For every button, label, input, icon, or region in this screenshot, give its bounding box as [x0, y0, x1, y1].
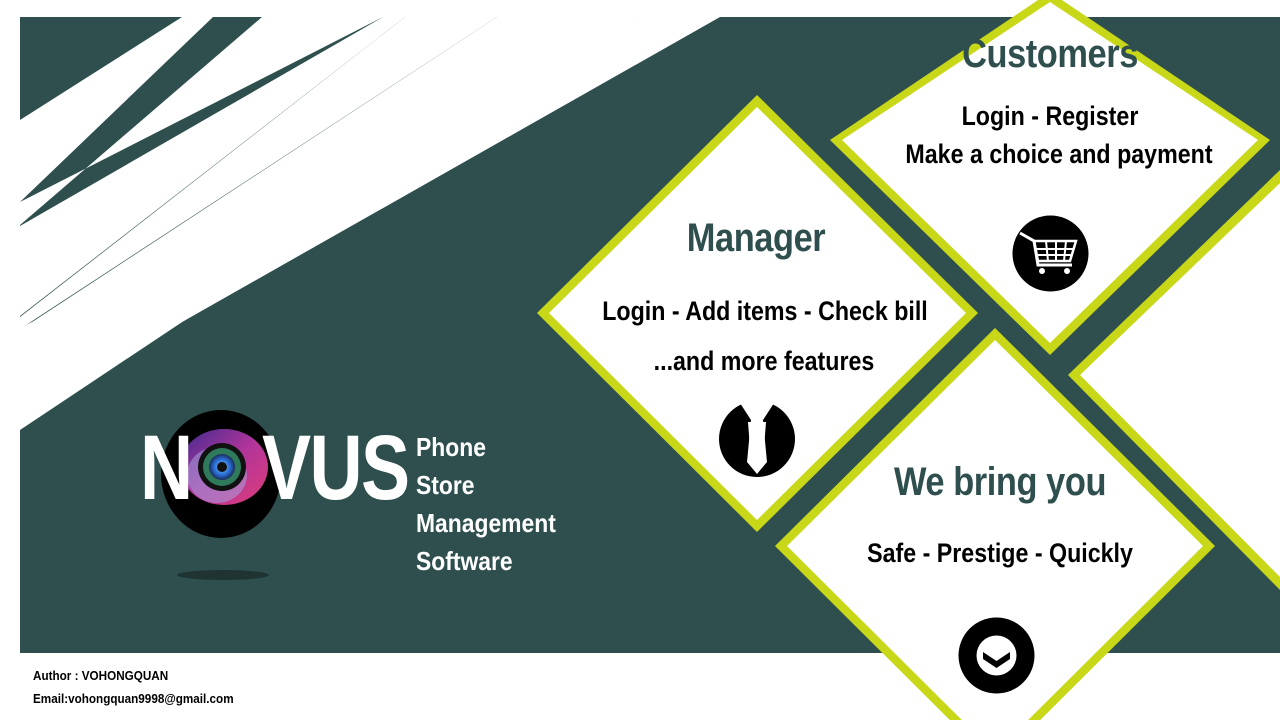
suit-tie-icon	[718, 400, 796, 477]
tagline-line: Store	[416, 470, 475, 500]
benefits-title: We bring you	[893, 460, 1107, 504]
manager-title: Manager	[686, 216, 826, 260]
tagline-line: Phone	[416, 432, 486, 462]
manager-line: Login - Add items - Check bill	[602, 296, 928, 326]
benefits-line: Safe - Prestige - Quickly	[867, 538, 1133, 568]
customers-line: Login - Register	[961, 101, 1139, 131]
logo-letters-vus: VUS	[262, 417, 410, 519]
email-label: Email:vohongquan9998@gmail.com	[33, 691, 234, 706]
customers-line: Make a choice and payment	[905, 139, 1213, 169]
tagline-line: Management	[416, 508, 556, 538]
shopping-cart-icon	[1012, 215, 1089, 292]
camera-lens-icon	[180, 429, 268, 505]
logo-letter-n: N	[140, 417, 193, 519]
manager-line: ...and more features	[653, 346, 875, 376]
logo-tagline: Phone Store Management Software	[416, 428, 556, 580]
author-label: Author : VOHONGQUAN	[33, 668, 169, 683]
chevron-down-circle-icon	[958, 617, 1035, 694]
tagline-line: Software	[416, 546, 513, 576]
customers-title: Customers	[962, 32, 1138, 76]
